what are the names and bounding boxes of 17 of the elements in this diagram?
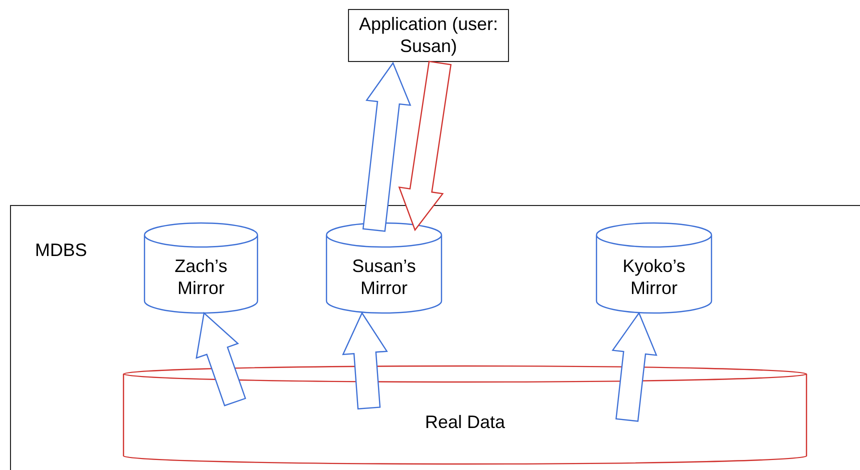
system-boundary-box — [10, 205, 860, 470]
block-arrow — [612, 312, 658, 422]
database-cylinder — [144, 223, 258, 313]
database-cylinder — [123, 366, 807, 464]
block-arrow — [342, 312, 388, 410]
node-label: Zach’s Mirror — [174, 255, 228, 299]
block-arrow — [398, 60, 452, 232]
block-arrow — [196, 312, 246, 406]
database-cylinder — [326, 223, 442, 313]
node-label: Kyoko’s Mirror — [622, 255, 686, 299]
node-label: Application (user: Susan) — [358, 13, 500, 57]
node-label: Real Data — [424, 411, 506, 433]
database-cylinder — [596, 223, 712, 313]
block-arrow — [362, 62, 412, 232]
application-box — [348, 9, 509, 62]
system-label: MDBS — [35, 239, 88, 261]
node-label: Susan’s Mirror — [351, 255, 417, 299]
